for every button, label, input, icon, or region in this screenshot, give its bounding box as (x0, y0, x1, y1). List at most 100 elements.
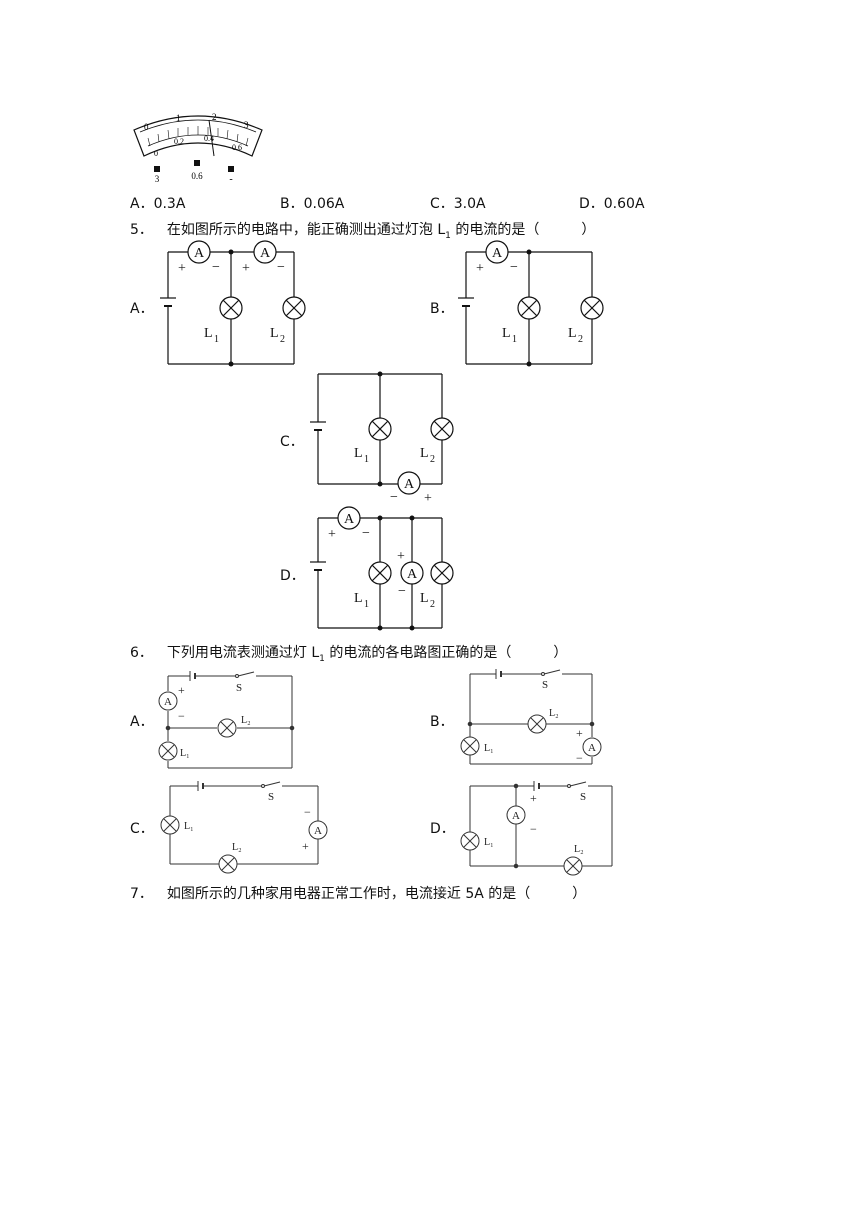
lamp-label: L (568, 326, 577, 341)
switch-label: S (580, 791, 586, 803)
q4-option-a[interactable]: A．0.3A (130, 196, 186, 212)
lamp-label: L₁ (184, 821, 194, 832)
lamp-label: L₁ (484, 743, 494, 754)
lamp-sub: 1 (214, 334, 219, 345)
q6-number: 6． (130, 645, 153, 661)
ammeter-label: A (404, 477, 415, 492)
ammeter-label: A (492, 246, 503, 261)
minus-sign: − (398, 584, 406, 599)
q5-circuit-c[interactable]: A − + L 1 L 2 (308, 366, 458, 506)
ammeter-label: A (314, 825, 322, 837)
top-scale-0: 0 (144, 122, 149, 132)
q6-label-b[interactable]: B． (430, 714, 454, 730)
lamp-sub: 1 (512, 334, 517, 345)
q5-sub: 1 (445, 230, 451, 241)
q5-circuit-d[interactable]: A A + − + − L 1 L 2 (308, 504, 458, 634)
top-scale-1: 1 (176, 113, 181, 123)
q5-number: 5． (130, 222, 153, 238)
minus-sign: − (530, 822, 537, 836)
switch-label: S (542, 679, 548, 691)
lamp-label: L₁ (180, 748, 190, 759)
plus-sign: + (576, 726, 583, 740)
q4-option-b[interactable]: B．0.06A (280, 196, 345, 212)
minus-sign: − (576, 751, 583, 765)
switch-label: S (268, 791, 274, 803)
q6-question: 6． 下列用电流表测通过灯 L1 的电流的各电路图正确的是（ ） (130, 642, 567, 664)
plus-sign: + (302, 839, 309, 853)
q4-option-d[interactable]: D．0.60A (579, 196, 645, 212)
q5-question: 5． 在如图所示的电路中，能正确测出通过灯泡 L1 的电流的是（ ） (130, 219, 595, 241)
plus-sign: + (242, 261, 250, 276)
ammeter-label: A (260, 246, 271, 261)
q6-label-a[interactable]: A． (130, 714, 154, 730)
lamp-label: L (270, 326, 279, 341)
ammeter-label: A (588, 742, 596, 754)
lamp-label: L (204, 326, 213, 341)
lamp-label: L₂ (232, 842, 242, 853)
q6-circuit-b[interactable]: A + − S L₂ L₁ (458, 668, 608, 772)
q6-label-d[interactable]: D． (430, 821, 455, 837)
terminal-0-6: 0.6 (191, 171, 203, 181)
terminal-3: 3 (155, 174, 160, 184)
lamp-label: L (354, 591, 363, 606)
q6-label-c[interactable]: C． (130, 821, 154, 837)
q5-label-a[interactable]: A． (130, 301, 154, 317)
lamp-label: L₂ (549, 708, 559, 719)
q5-text-pre: 在如图所示的电路中，能正确测出通过灯泡 L (166, 222, 446, 238)
plus-sign: + (397, 549, 405, 564)
ammeter-label: A (164, 696, 172, 708)
minus-sign: − (390, 490, 398, 505)
q6-circuit-d[interactable]: A + − S L₁ L₂ (460, 778, 620, 876)
minus-sign: − (362, 526, 370, 541)
q6-text-pre: 下列用电流表测通过灯 L (166, 645, 320, 661)
bottom-scale-2: 0.4 (204, 134, 214, 143)
q5-text-post: 的电流的是（ ） (450, 222, 596, 238)
terminal-minus: - (229, 174, 232, 185)
lamp-label: L (502, 326, 511, 341)
q5-label-b[interactable]: B． (430, 301, 454, 317)
lamp-label: L₂ (241, 715, 251, 726)
meter-needle (208, 119, 215, 157)
q4-option-c[interactable]: C．3.0A (430, 196, 486, 212)
lamp-label: L₂ (574, 844, 584, 855)
lamp-sub: 2 (280, 334, 285, 345)
q7-number: 7． (130, 886, 153, 902)
ammeter-label: A (344, 512, 355, 527)
q5-circuit-a[interactable]: A A + − + − L 1 L 2 (160, 240, 310, 370)
ammeter-label: A (194, 246, 205, 261)
q6-text-post: 的电流的各电路图正确的是（ ） (324, 645, 568, 661)
plus-sign: + (476, 261, 484, 276)
lamp-label: L (354, 446, 363, 461)
plus-sign: + (424, 491, 432, 506)
q5-label-d[interactable]: D． (280, 568, 305, 584)
bottom-scale-0: 0 (154, 149, 158, 158)
q5-circuit-b[interactable]: A + − L 1 L 2 (458, 240, 608, 370)
minus-sign: − (510, 260, 518, 275)
q7-question: 7． 如图所示的几种家用电器正常工作时，电流接近 5A 的是（ ） (130, 883, 586, 903)
lamp-sub: 2 (430, 599, 435, 610)
q6-sub: 1 (319, 653, 325, 664)
q6-circuit-a[interactable]: A + − S L₂ L₁ (158, 668, 298, 774)
plus-sign: + (328, 527, 336, 542)
lamp-label: L (420, 591, 429, 606)
ammeter-label: A (407, 567, 418, 582)
minus-sign: − (277, 260, 285, 275)
lamp-label: L (420, 446, 429, 461)
minus-sign: − (212, 260, 220, 275)
q6-circuit-c[interactable]: A − + S L₁ L₂ (158, 778, 338, 874)
minus-sign: − (304, 805, 311, 819)
plus-sign: + (530, 791, 537, 805)
top-scale-3: 3 (244, 120, 249, 130)
q5-label-c[interactable]: C． (280, 434, 304, 450)
bottom-scale-1: 0.2 (174, 137, 184, 146)
bottom-scale-3: 0.6 (232, 143, 242, 152)
lamp-sub: 1 (364, 454, 369, 465)
lamp-label: L₁ (484, 837, 494, 848)
ammeter-label: A (512, 810, 520, 822)
minus-sign: − (178, 709, 185, 723)
q7-text: 如图所示的几种家用电器正常工作时，电流接近 5A 的是（ ） (166, 886, 587, 902)
top-scale-2: 2 (212, 112, 217, 122)
switch-label: S (236, 682, 242, 694)
plus-sign: + (178, 683, 185, 697)
lamp-sub: 2 (578, 334, 583, 345)
